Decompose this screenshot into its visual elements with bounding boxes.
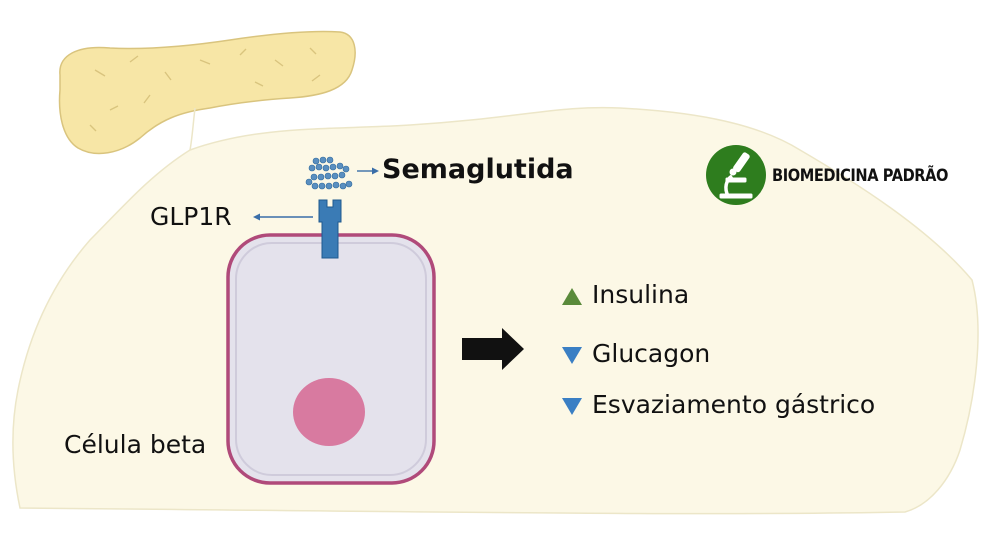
logo-text: BIOMEDICINA PADRÃO [772,166,949,186]
effect-label: Esvaziamento gástrico [592,390,876,419]
up-arrow-icon [562,287,582,305]
down-arrow-icon [562,346,582,364]
down-arrow-icon [562,397,582,415]
cell-nucleus [293,378,365,446]
cell-label: Célula beta [64,430,207,459]
effect-item-insulina: Insulina [562,280,689,309]
logo-emblem [706,145,766,205]
effect-label: Insulina [592,280,690,309]
receptor-pointer-arrow [253,213,313,221]
effect-item-glucagon: Glucagon [562,339,710,368]
drug-pointer-arrow [357,167,379,175]
drug-label: Semaglutida [382,154,574,185]
effect-item-esvaziamento: Esvaziamento gástrico [562,390,875,419]
glp1r-receptor [318,199,342,259]
pancreas-illustration [58,30,356,155]
beta-cell [226,233,436,485]
effect-label: Glucagon [592,339,711,368]
semaglutide-molecule [305,156,353,190]
receptor-label: GLP1R [150,202,232,231]
microscope-icon [719,152,753,199]
result-arrow-icon [462,328,524,370]
